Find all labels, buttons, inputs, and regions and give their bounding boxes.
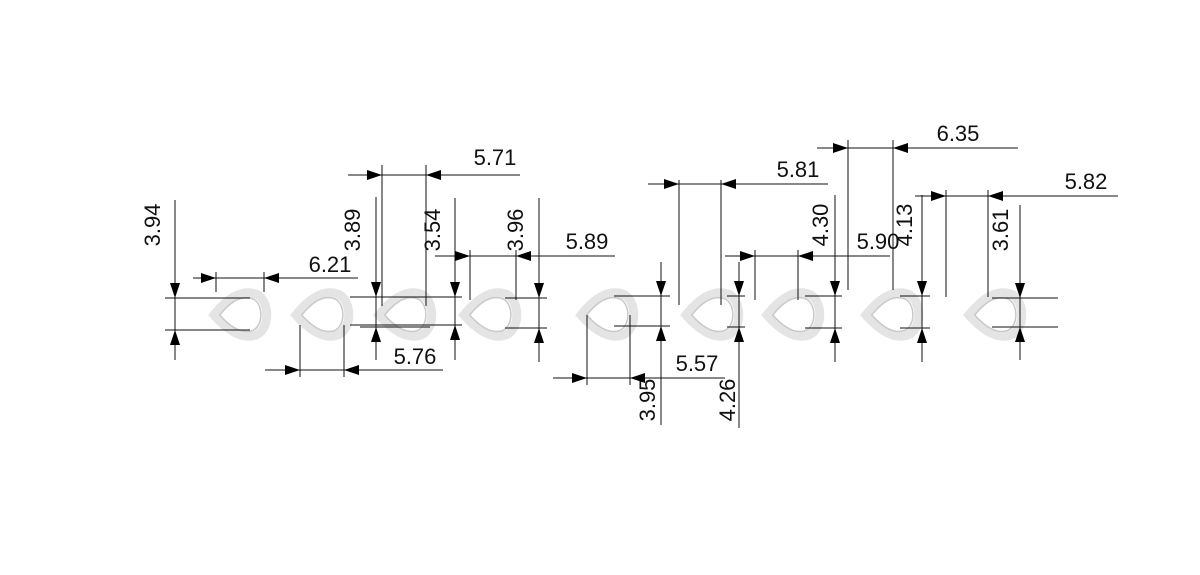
height-dimension: 4.26 (715, 262, 745, 428)
arrowhead-icon (371, 327, 381, 342)
arrowhead-icon (734, 281, 744, 296)
arrowhead-icon (656, 281, 666, 296)
arrowhead-icon (264, 273, 279, 283)
width-dimension: 5.89 (435, 229, 615, 300)
arrowhead-icon (170, 283, 180, 298)
width-label: 5.76 (394, 344, 437, 369)
arrowhead-icon (516, 251, 531, 261)
arrowhead-icon (450, 282, 460, 297)
width-label: 6.21 (309, 252, 352, 277)
teardrop-part (290, 288, 354, 341)
width-label: 5.57 (676, 351, 719, 376)
arrowhead-icon (367, 170, 382, 180)
height-label: 4.30 (808, 204, 833, 247)
teardrop-part (458, 288, 522, 341)
arrowhead-icon (371, 282, 381, 297)
height-dimension: 4.30 (805, 195, 842, 362)
arrowhead-icon (656, 326, 666, 341)
arrowhead-icon (830, 281, 840, 296)
width-label: 6.35 (937, 121, 980, 146)
width-dimension: 5.71 (348, 145, 520, 306)
arrowhead-icon (455, 251, 470, 261)
height-label: 3.96 (503, 209, 528, 252)
height-dimension: 3.94 (140, 200, 250, 360)
width-dimension: 5.81 (648, 157, 828, 305)
teardrop-part (208, 288, 272, 341)
teardrop-part (680, 288, 744, 341)
teardrop-part (860, 288, 924, 341)
dimension-annotations: 3.94 3.89 3.54 3.96 3.95 4.26 4.30 4.13 3.61 6.21… (140, 121, 1118, 428)
arrowhead-icon (201, 273, 216, 283)
arrowhead-icon (534, 328, 544, 343)
height-label: 3.61 (988, 209, 1013, 252)
height-label: 4.13 (892, 204, 917, 247)
arrowhead-icon (450, 325, 460, 340)
height-label: 3.54 (420, 209, 445, 252)
arrowhead-icon (830, 328, 840, 343)
arrowhead-icon (170, 330, 180, 345)
width-label: 5.89 (566, 229, 609, 254)
arrowhead-icon (344, 365, 359, 375)
height-label: 3.94 (140, 204, 165, 247)
height-dimension: 3.54 (350, 198, 462, 360)
height-label: 3.95 (635, 379, 660, 422)
arrowhead-icon (534, 283, 544, 298)
height-label: 3.89 (340, 209, 365, 252)
arrowhead-icon (426, 170, 441, 180)
height-dimension: 3.61 (988, 205, 1058, 360)
arrowhead-icon (917, 328, 927, 343)
width-label: 5.71 (474, 145, 517, 170)
teardrop-part (963, 288, 1027, 341)
arrowhead-icon (664, 179, 679, 189)
teardrop-part (575, 288, 639, 341)
width-label: 5.90 (857, 229, 900, 254)
height-dimension: 3.96 (503, 198, 547, 362)
height-label: 4.26 (715, 379, 740, 422)
width-dimension: 5.82 (915, 169, 1118, 297)
height-dimension: 3.95 (614, 262, 670, 425)
width-dimension: 5.57 (553, 315, 725, 385)
width-label: 5.82 (1065, 169, 1108, 194)
width-dimension: 5.90 (725, 229, 899, 300)
arrowhead-icon (931, 191, 946, 201)
height-dimension: 4.13 (892, 195, 930, 362)
width-dimension: 6.35 (817, 121, 1018, 290)
width-dimension: 5.76 (265, 325, 443, 377)
width-dimension: 6.21 (193, 252, 358, 292)
arrowhead-icon (572, 373, 587, 383)
arrowhead-icon (1015, 327, 1025, 342)
arrowhead-icon (917, 281, 927, 296)
width-label: 5.81 (777, 157, 820, 182)
arrowhead-icon (1015, 283, 1025, 298)
arrowhead-icon (833, 143, 848, 153)
arrowhead-icon (740, 251, 755, 261)
arrowhead-icon (630, 373, 645, 383)
teardrop-parts (208, 288, 1027, 341)
arrowhead-icon (988, 191, 1003, 201)
arrowhead-icon (798, 251, 813, 261)
arrowhead-icon (285, 365, 300, 375)
arrowhead-icon (893, 143, 908, 153)
arrowhead-icon (721, 179, 736, 189)
teardrop-part (373, 288, 437, 341)
teardrop-part (761, 288, 825, 341)
arrowhead-icon (734, 327, 744, 342)
